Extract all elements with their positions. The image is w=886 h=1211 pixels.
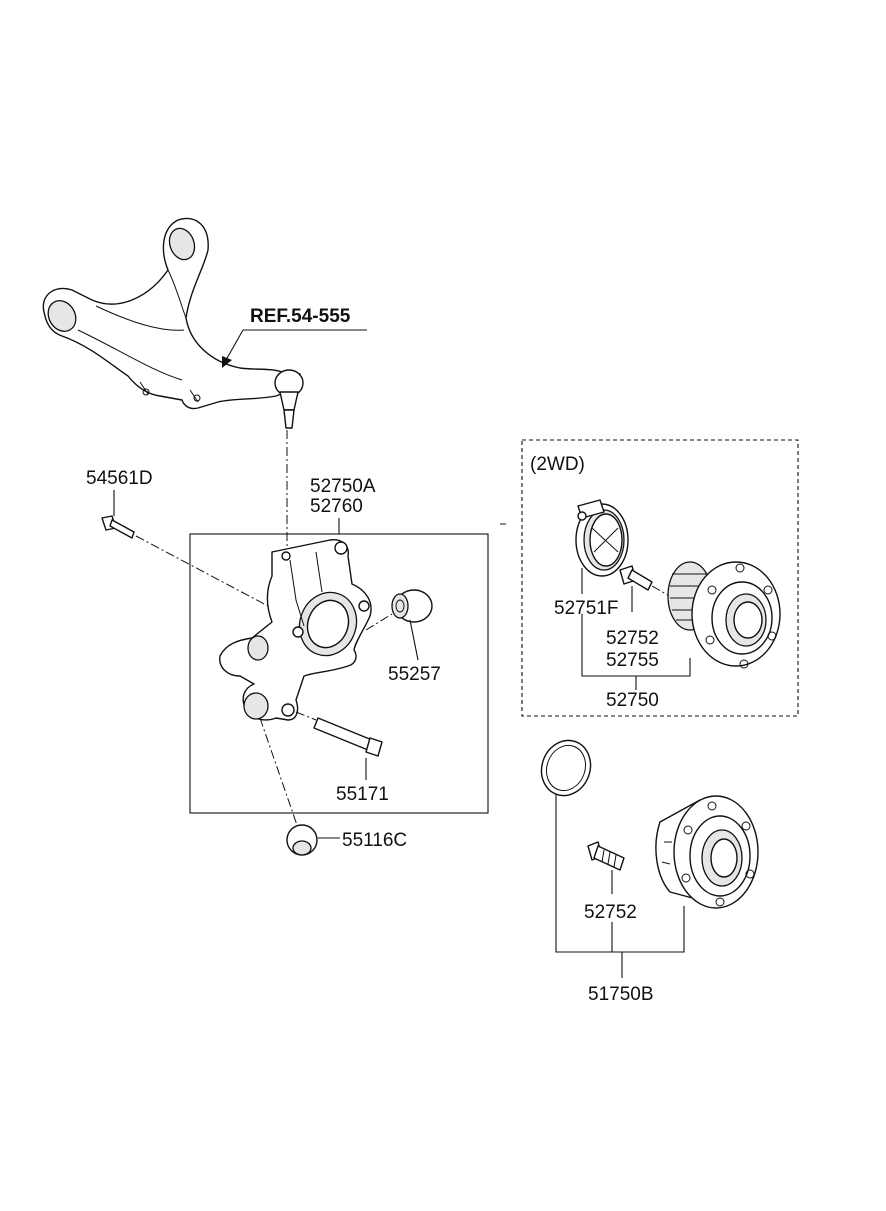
bolt-54561d-axis-line (135, 535, 269, 607)
ref-arrowhead (222, 356, 232, 368)
label-52751f: 52751F (554, 598, 618, 619)
upper-control-arm (42, 217, 304, 429)
bushing-55257 (391, 589, 433, 623)
label-52752-2wd: 52752 (606, 628, 659, 649)
hub-bolt-52752 (587, 841, 625, 871)
hub-bolt-2wd-axis-line (651, 585, 681, 603)
label-52755: 52755 (606, 650, 659, 671)
label-55116c: 55116C (342, 830, 407, 851)
2wd-label: (2WD) (530, 454, 585, 475)
label-55257: 55257 (388, 664, 441, 685)
label-52760: 52760 (310, 496, 363, 517)
bolt-55171-axis-line (295, 711, 317, 721)
label-52750: 52750 (606, 690, 659, 711)
bushing-55116c-axis-line (259, 717, 299, 829)
label-51750b: 51750B (588, 984, 654, 1005)
bolt-55171 (313, 717, 383, 757)
ref-label: REF.54-555 (250, 306, 351, 327)
hub-bearing-51750b (655, 795, 759, 909)
label-55171: 55171 (336, 784, 389, 805)
2wd-group-box (521, 439, 799, 717)
label-52750a: 52750A (310, 476, 376, 497)
bolt-54561d (101, 515, 135, 539)
ref-leader (225, 329, 367, 361)
bracket-51750b (555, 794, 685, 953)
leader-55257 (409, 619, 419, 661)
steering-knuckle (219, 539, 372, 721)
hub-bearing-2wd (667, 561, 781, 669)
label-52752: 52752 (584, 902, 637, 923)
o-ring (540, 739, 592, 797)
label-54561d: 54561D (86, 468, 153, 489)
hub-bolt-52752-2wd (619, 565, 653, 591)
bushing-55116c (286, 824, 318, 856)
speed-sensor-52751f (575, 499, 629, 577)
bushing-55257-axis-line (365, 613, 393, 631)
